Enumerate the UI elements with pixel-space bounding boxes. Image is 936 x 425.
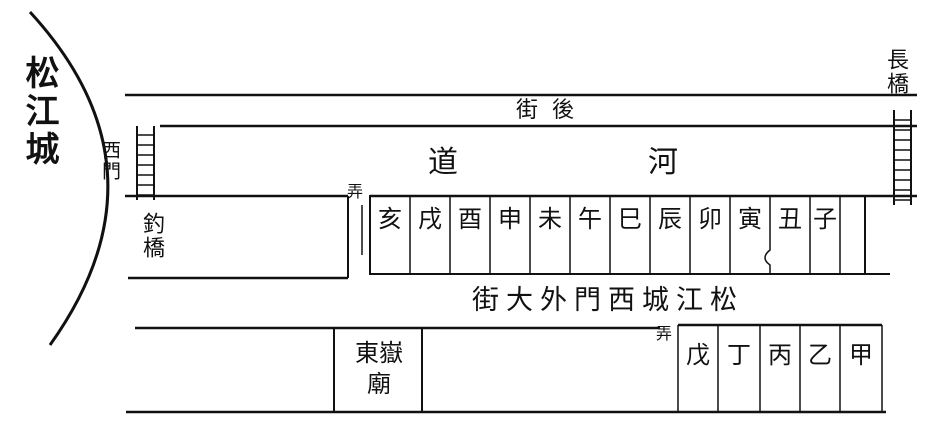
shop-label: 甲 (849, 341, 873, 369)
shop-label: 亥 (378, 205, 402, 233)
shop-label: 卯 (698, 205, 722, 233)
shop-label: 子 (813, 205, 837, 233)
fishing-bridge-label: 釣橋 (139, 212, 164, 260)
main-street-label: 松江城西門外大街 (472, 285, 744, 316)
long-bridge-label: 長橋 (883, 48, 908, 96)
shop-label: 酉 (458, 205, 482, 233)
west-gate-label: 西門 (99, 140, 121, 182)
shop-label: 丁 (727, 341, 751, 369)
alley-mark: 弄 (347, 182, 364, 201)
city-label: 松江城 (19, 55, 59, 169)
city-wall-arc (28, 10, 110, 346)
upper-row-frame (369, 195, 866, 275)
shop-label: 丙 (768, 341, 792, 369)
shop-label: 戌 (418, 205, 442, 233)
west-bridge-ladder (136, 126, 155, 200)
shop-label: 丑 (778, 205, 802, 233)
shop-label: 寅 (738, 205, 762, 233)
shop-label: 申 (498, 205, 522, 233)
shop-label: 戊 (686, 341, 710, 369)
shop-label: 午 (578, 205, 602, 233)
shop-label: 辰 (658, 205, 682, 233)
canal-road-label: 河道 (428, 145, 868, 180)
shop-label: 巳 (618, 205, 642, 233)
back-street-label: 後街 (516, 98, 589, 123)
temple-label: 東嶽廟 (355, 339, 403, 399)
long-bridge-ladder (893, 110, 912, 205)
alley-mark: 弄 (656, 324, 673, 343)
shop-label: 乙 (808, 341, 832, 369)
shop-label: 未 (538, 205, 562, 233)
